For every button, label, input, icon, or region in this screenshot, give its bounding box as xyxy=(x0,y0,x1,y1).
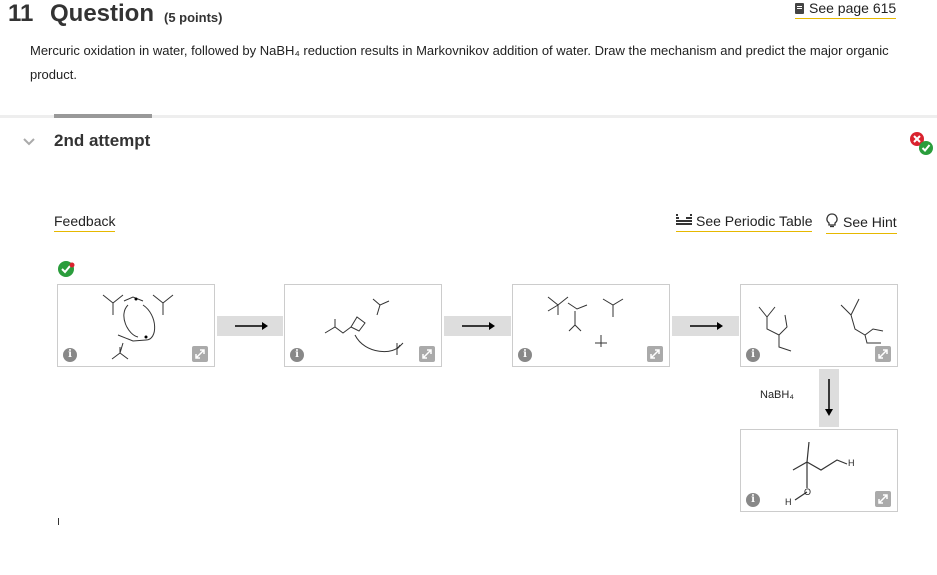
expand-icon[interactable] xyxy=(419,346,435,362)
attempt-label[interactable]: 2nd attempt xyxy=(54,131,151,150)
periodic-table-icon xyxy=(676,213,692,229)
text-cursor xyxy=(58,518,59,525)
mechanism-step-1[interactable]: i xyxy=(57,284,215,367)
info-icon[interactable]: i xyxy=(63,348,77,362)
arrow-right-band-2 xyxy=(444,316,511,336)
book-icon xyxy=(795,2,804,14)
status-correct-incorrect-icon xyxy=(909,131,937,157)
arrow-right-band-1 xyxy=(217,316,283,336)
mechanism-step-2[interactable]: i xyxy=(284,284,442,367)
step-4-structure xyxy=(758,298,884,352)
product-atom-h-right: H xyxy=(848,458,855,468)
step-2-structure xyxy=(324,298,404,355)
section-divider xyxy=(0,115,937,118)
product-structure: H O H xyxy=(785,441,855,507)
product-atom-h-left: H xyxy=(785,497,792,507)
mechanism-step-3[interactable]: i xyxy=(512,284,670,367)
question-text: Mercuric oxidation in water, followed by… xyxy=(30,43,889,82)
step-3-structure xyxy=(547,296,624,347)
step-1-structure xyxy=(102,294,174,360)
expand-icon[interactable] xyxy=(647,346,663,362)
chevron-down-icon[interactable] xyxy=(22,136,36,148)
feedback-link[interactable]: Feedback xyxy=(54,213,116,232)
info-icon[interactable]: i xyxy=(518,348,532,362)
arrow-down-icon xyxy=(825,379,833,416)
hint-label: See Hint xyxy=(843,214,897,230)
arrow-down-band xyxy=(819,369,839,427)
info-icon[interactable]: i xyxy=(290,348,304,362)
hint-link[interactable]: See Hint xyxy=(826,213,897,234)
expand-icon[interactable] xyxy=(192,346,208,362)
info-icon[interactable]: i xyxy=(746,348,760,362)
lightbulb-icon xyxy=(826,213,838,231)
question-number: 11 xyxy=(8,0,34,27)
arrow-right-icon xyxy=(462,322,495,330)
attempt-tab-indicator xyxy=(54,114,152,118)
see-page-label: See page 615 xyxy=(809,0,897,16)
periodic-table-link[interactable]: See Periodic Table xyxy=(676,213,813,232)
see-page-link[interactable]: See page 615 xyxy=(795,0,897,19)
product-box[interactable]: H O H i xyxy=(740,429,898,512)
question-heading: Question xyxy=(50,0,155,27)
mechanism-step-4[interactable]: i xyxy=(740,284,898,367)
arrow-right-icon xyxy=(235,322,268,330)
info-icon[interactable]: i xyxy=(746,493,760,507)
question-points: (5 points) xyxy=(164,10,223,25)
periodic-table-label: See Periodic Table xyxy=(696,213,813,229)
product-atom-o: O xyxy=(804,487,811,497)
expand-icon[interactable] xyxy=(875,491,891,507)
expand-icon[interactable] xyxy=(875,346,891,362)
arrow-right-icon xyxy=(690,322,723,330)
arrow-right-band-3 xyxy=(672,316,739,336)
reagent-label: NaBH₄ xyxy=(760,389,794,401)
check-icon xyxy=(57,260,77,278)
